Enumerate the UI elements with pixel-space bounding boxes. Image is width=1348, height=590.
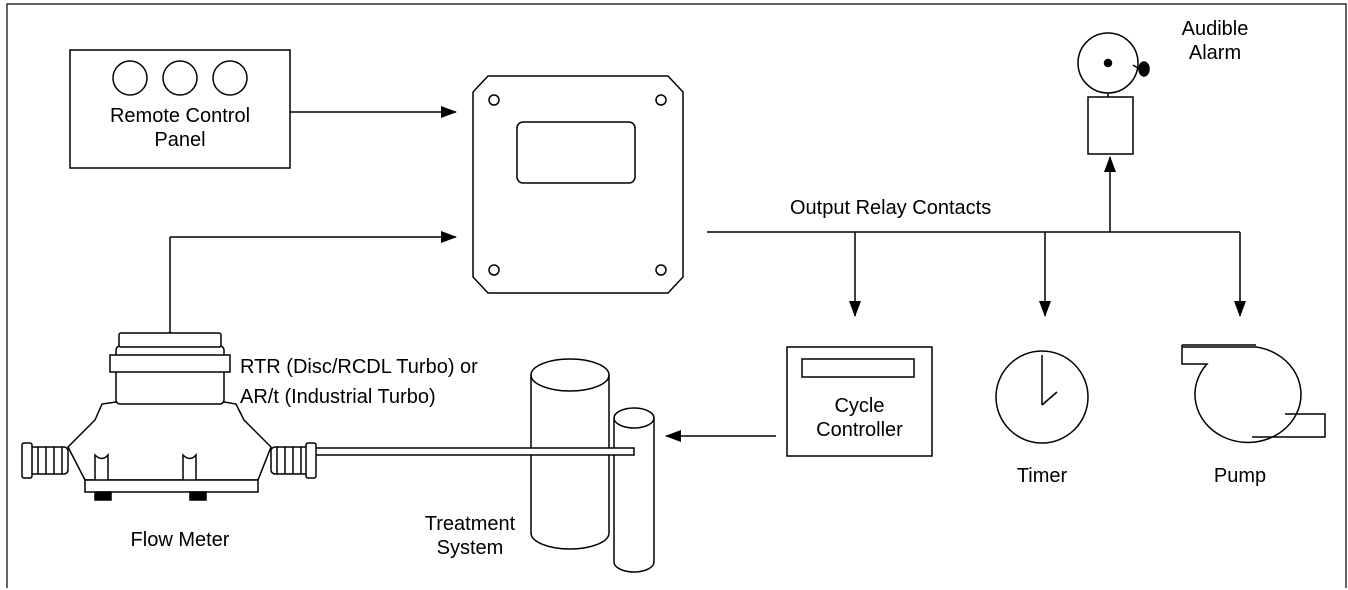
clock-icon bbox=[995, 350, 1089, 444]
remote-panel-knob-icon bbox=[112, 60, 148, 96]
timer-label: Timer bbox=[1016, 465, 1068, 487]
cycle-controller-label: Cycle Controller bbox=[787, 394, 932, 442]
pump-icon bbox=[1181, 344, 1326, 444]
flow-meter-label: Flow Meter bbox=[130, 529, 230, 551]
audible-alarm-label-line2: Alarm bbox=[1188, 42, 1242, 64]
meter-option-label-line2: AR/t (Industrial Turbo) bbox=[240, 386, 436, 408]
audible-alarm-label-line1: Audible bbox=[1181, 18, 1249, 40]
flow-meter-icon bbox=[21, 332, 317, 501]
treatment-system-label: Treatment System bbox=[400, 512, 540, 560]
controller-enclosure-icon bbox=[472, 75, 684, 294]
audible-alarm-label: Audible Alarm bbox=[1155, 17, 1275, 65]
treatment-system-label-line1: Treatment bbox=[424, 513, 516, 535]
treatment-tank-icon bbox=[278, 358, 655, 573]
meter-option-label-line1: RTR (Disc/RCDL Turbo) or bbox=[240, 356, 478, 378]
remote-control-panel-label: Remote Control Panel bbox=[70, 104, 290, 152]
meter-option-label: RTR (Disc/RCDL Turbo) or AR/t (Industria… bbox=[240, 355, 478, 409]
treatment-system-label-line2: System bbox=[436, 537, 504, 559]
cycle-controller-label-line2: Controller bbox=[816, 419, 903, 441]
remote-control-panel-label-line2: Panel bbox=[154, 129, 206, 151]
remote-control-panel-label-line1: Remote Control bbox=[109, 105, 251, 127]
output-relay-contacts-label: Output Relay Contacts bbox=[790, 197, 992, 219]
diagram-frame bbox=[6, 3, 1347, 588]
remote-control-panel bbox=[69, 49, 291, 169]
pump-label: Pump bbox=[1213, 465, 1267, 487]
connector-lines bbox=[164, 106, 1246, 442]
cycle-controller-label-line1: Cycle bbox=[834, 395, 885, 417]
remote-panel-knob-icon bbox=[162, 60, 198, 96]
cycle-controller-box bbox=[786, 346, 933, 457]
remote-panel-knob-icon bbox=[212, 60, 248, 96]
alarm-bell-icon bbox=[1077, 32, 1150, 155]
